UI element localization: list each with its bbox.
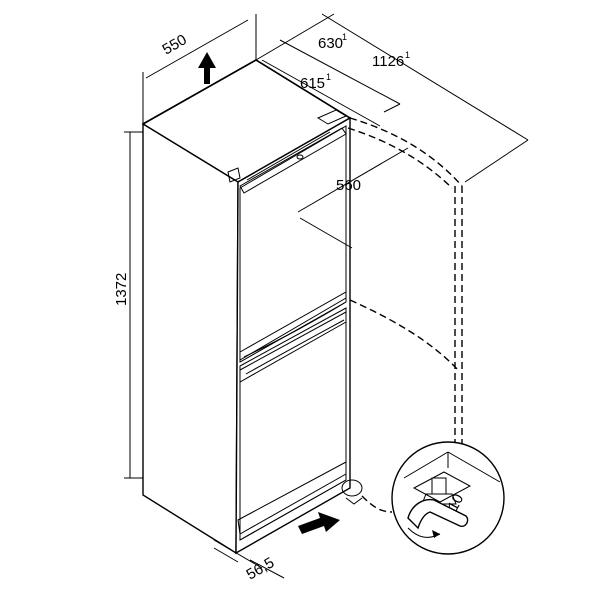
fridge-side-face xyxy=(142,122,239,555)
up-arrow-icon xyxy=(198,52,216,84)
lower-door xyxy=(237,307,347,541)
dimension-lines xyxy=(124,13,529,579)
rotate-arrow-icon xyxy=(432,530,440,538)
wrench-icon xyxy=(407,498,469,530)
bottom-clearance-label: 56,5 xyxy=(244,554,278,583)
depth-door-open-sup: 1 xyxy=(405,50,410,60)
wrench-size-label: 10 xyxy=(445,491,468,514)
width-label: 550 xyxy=(160,31,190,58)
foot-detail xyxy=(341,441,505,555)
foot-bolt-icon xyxy=(431,477,447,495)
top-hinge-icon xyxy=(227,167,241,183)
depth-body-label: 615 xyxy=(300,75,325,92)
height-label: 1372 xyxy=(113,273,130,306)
depth-door-open-label: 1126 xyxy=(372,53,404,70)
door-lock-icon xyxy=(296,154,304,160)
depth-total-sup: 1 xyxy=(342,32,347,42)
depth-total-label: 630 xyxy=(318,35,343,52)
fridge-body xyxy=(141,59,352,555)
door-swing-outline xyxy=(347,117,463,450)
upper-door xyxy=(227,109,348,363)
fridge-front-face xyxy=(235,116,351,555)
depth-body-sup: 1 xyxy=(326,72,331,82)
door-opening-label: 560 xyxy=(336,177,361,194)
push-arrow-icon xyxy=(298,512,340,534)
adjustable-foot-icon xyxy=(341,479,363,497)
arrows xyxy=(198,52,340,534)
